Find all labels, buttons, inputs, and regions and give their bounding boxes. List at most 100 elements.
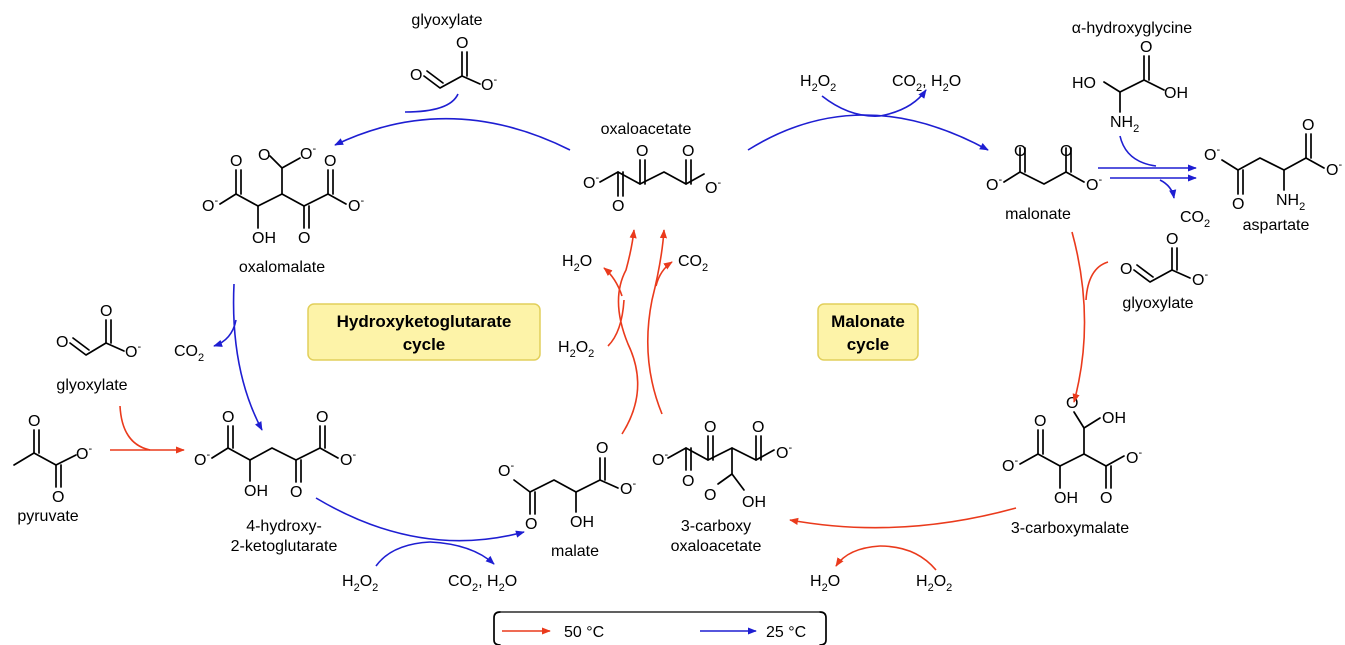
svg-text:O-: O- [1002, 455, 1018, 475]
arrow-co2-h2o-out-top [879, 89, 927, 117]
svg-text:O-: O- [1192, 269, 1208, 289]
glyoxylate-top-label: glyoxylate [411, 12, 482, 29]
svg-text:OH: OH [742, 494, 766, 511]
oxaloacetate-label: oxaloacetate [601, 121, 692, 138]
svg-text:O: O [1140, 39, 1152, 56]
blue-arrows [213, 89, 1197, 567]
hydroxyglycine-structure: α-hydroxyglycine HO O OH NH2 [1072, 20, 1193, 135]
svg-text:O-: O- [583, 172, 599, 192]
red-arrows [110, 229, 1109, 571]
reagent-labels: H2O2 CO2, H2O CO2 CO2 H2O CO2 H2O2 H2O2 … [174, 73, 1210, 594]
svg-text:O-: O- [620, 478, 636, 498]
arrow-malonate-to-carboxymalate [1071, 231, 1086, 403]
arrow-cox-to-oxaloacetate [646, 229, 668, 415]
svg-text:O: O [682, 473, 694, 490]
svg-text:O: O [525, 516, 537, 533]
svg-text:O-: O- [348, 195, 364, 215]
svg-text:O: O [704, 419, 716, 436]
svg-text:O: O [258, 147, 270, 164]
glyoxylate-left-structure: O O O- glyoxylate [56, 303, 141, 394]
svg-text:O: O [456, 35, 468, 52]
h2o-mid-label: H2O [562, 253, 592, 274]
svg-text:O-: O- [76, 443, 92, 463]
aspartate-label: aspartate [1243, 217, 1310, 234]
svg-text:NH2: NH2 [1110, 114, 1139, 135]
svg-text:O-: O- [125, 341, 141, 361]
svg-text:O: O [52, 489, 64, 506]
arrow-hydroxyglycine-in [1119, 135, 1157, 167]
pyruvate-structure: O O- O pyruvate [13, 413, 92, 525]
co2-aspartate-label: CO2 [1180, 209, 1210, 230]
svg-text:O-: O- [652, 449, 668, 469]
glyoxylate-top-structure: glyoxylate O O O- [410, 12, 497, 94]
oxaloacetate-structure: oxaloacetate O- O O O O- [583, 121, 721, 215]
h2o-bottom-right-label: H2O [810, 573, 840, 594]
legend-red-label: 50 °C [564, 624, 604, 641]
arrow-h2o2-in-bottom-right [879, 545, 937, 571]
glyoxylate-right-structure: O O O- glyoxylate [1120, 231, 1208, 312]
co2-h2o-top-label: CO2, H2O [892, 73, 961, 94]
arrow-h2o2-in-mid [607, 299, 625, 347]
svg-text:O-: O- [202, 195, 218, 215]
svg-text:O: O [1100, 490, 1112, 507]
svg-text:O: O [324, 153, 336, 170]
svg-text:O-: O- [481, 74, 497, 94]
h2o2-top-label: H2O2 [800, 73, 836, 94]
arrow-glyoxylate-into-oxalomalate [404, 93, 459, 113]
oxalomalate-label: oxalomalate [239, 259, 325, 276]
arrow-oxalomalate-to-hkg [232, 283, 263, 431]
svg-text:O: O [612, 198, 624, 215]
arrow-carboxymalate-to-cox [789, 507, 1017, 529]
malate-structure: O- O OH O O- malate [498, 440, 636, 560]
arrow-co2-h2o-out-bottom [429, 541, 495, 565]
svg-text:O: O [1232, 196, 1244, 213]
arrow-h2o2-in-top [821, 95, 881, 117]
hkg-cycle-title-line2: cycle [403, 335, 446, 354]
svg-text:O: O [100, 303, 112, 320]
carboxymalate-structure: O- O OH O OH O O- 3-carboxymalate [1002, 395, 1142, 537]
arrow-glyoxylate-into-hkg [119, 405, 151, 451]
svg-text:O-: O- [340, 449, 356, 469]
h2o2-bottom-left-label: H2O2 [342, 573, 378, 594]
hkg-label-line2: 2-ketoglutarate [231, 538, 338, 555]
svg-text:O: O [410, 67, 422, 84]
svg-text:O-: O- [194, 449, 210, 469]
malonate-cycle-title-line1: Malonate [831, 312, 905, 331]
svg-text:O-: O- [776, 442, 792, 462]
svg-text:O: O [1120, 261, 1132, 278]
svg-text:O-: O- [498, 460, 514, 480]
svg-text:O: O [222, 409, 234, 426]
carboxyoxaloacetate-label-line2: oxaloacetate [671, 538, 762, 555]
arrow-oxaloacetate-to-oxalomalate [334, 117, 571, 151]
svg-text:O-: O- [300, 143, 316, 163]
svg-text:O: O [56, 334, 68, 351]
hkg-label-line1: 4-hydroxy- [246, 518, 322, 535]
svg-text:O: O [682, 143, 694, 160]
svg-text:O: O [290, 484, 302, 501]
svg-text:O: O [1060, 143, 1072, 160]
svg-text:O-: O- [986, 174, 1002, 194]
aspartate-structure: O- O NH2 O O- aspartate [1204, 117, 1342, 234]
svg-text:O: O [1014, 143, 1026, 160]
malonate-cycle-title-line2: cycle [847, 335, 890, 354]
svg-text:O: O [596, 440, 608, 457]
arrow-h2o-out-bottom-right [835, 545, 881, 567]
svg-text:O-: O- [1326, 159, 1342, 179]
co2-oxalomalate-label: CO2 [174, 343, 204, 364]
arrow-h2o-out-mid [603, 267, 623, 297]
h2o2-bottom-right-label: H2O2 [916, 573, 952, 594]
svg-text:O: O [28, 413, 40, 430]
malonate-structure: O- O O O- malonate [986, 143, 1102, 223]
arrow-oxaloacetate-to-malonate [747, 114, 989, 151]
svg-text:O: O [298, 230, 310, 247]
svg-text:O: O [1066, 395, 1078, 412]
arrow-glyoxylate-into-carboxymalate [1085, 261, 1109, 301]
svg-text:O: O [636, 143, 648, 160]
temperature-legend: 50 °C 25 °C [493, 611, 827, 645]
h2o2-mid-label: H2O2 [558, 339, 594, 360]
svg-text:O-: O- [1086, 174, 1102, 194]
arrow-co2-out-aspartate [1159, 179, 1177, 199]
arrow-co2-out-mid [655, 261, 673, 287]
svg-text:OH: OH [1164, 85, 1188, 102]
hkg-cycle-title-box: Hydroxyketoglutarate cycle [307, 303, 541, 361]
